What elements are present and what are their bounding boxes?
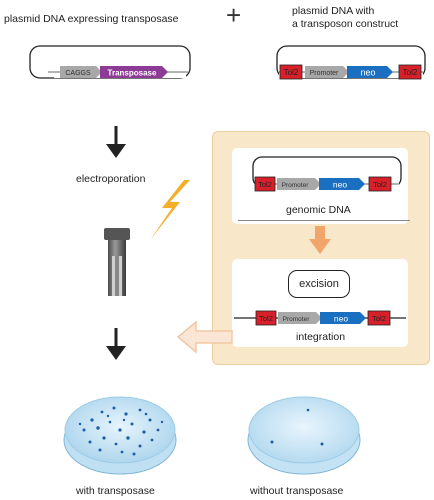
excision-label: excision	[288, 270, 350, 298]
without-transposase-label: without transposase	[250, 485, 344, 497]
dish-with-transposase	[63, 396, 177, 475]
plasmid1-diagram: CAGGS Transposase	[29, 45, 191, 79]
cag-promoter-label: CAGGS	[65, 70, 91, 77]
integration-construct: Tol2 Promoter neo Tol2	[234, 310, 406, 326]
plasmid1-label: plasmid DNA expressing transposase	[4, 13, 179, 25]
genomic-tol2-left-label: Tol2	[258, 180, 272, 189]
plasmid2-tol2-right	[398, 64, 422, 80]
integration-promoter-label: Promoter	[283, 316, 311, 323]
genomic-neo-label: neo	[333, 180, 347, 190]
with-transposase-label: with transposase	[76, 485, 155, 497]
integration-tol2-left-label: Tol2	[259, 314, 273, 323]
genomic-construct: Tol2 Promoter neo Tol2	[252, 156, 402, 192]
integration-to-selection-arrow	[176, 320, 233, 354]
plasmid2-diagram: Tol2 Promoter neo Tol2	[276, 45, 426, 80]
plasmid2-promoter-block	[305, 66, 349, 78]
down-arrow-1	[106, 126, 126, 158]
integration-tol2-right	[367, 310, 391, 326]
cuvette-icon	[104, 228, 130, 296]
genomic-tol2-left	[254, 176, 276, 192]
transposase-gene-label: Transposase	[108, 69, 157, 78]
integration-label: integration	[296, 331, 346, 343]
plus-symbol: +	[226, 0, 242, 30]
integration-promoter-block	[278, 312, 322, 324]
lightning-icon	[150, 180, 190, 240]
integration-tol2-right-label: Tol2	[372, 314, 386, 323]
plasmid2-label: plasmid DNA with a transposon construct	[292, 5, 398, 31]
integration-neo-label: neo	[334, 314, 348, 324]
genomic-promoter-block	[277, 178, 321, 190]
integration-tol2-left	[255, 310, 277, 326]
genomic-tol2-right	[368, 176, 392, 192]
plasmid2-neo-block	[347, 66, 393, 78]
plasmid2-tol2-left	[279, 64, 303, 80]
integration-neo-block	[320, 312, 366, 324]
genomic-dna-label: genomic DNA	[286, 204, 351, 216]
cag-promoter-block	[60, 66, 102, 78]
orange-down-arrow	[309, 226, 331, 254]
plasmid2-label-line2: a transposon construct	[292, 18, 399, 30]
genomic-dna-line	[238, 220, 410, 221]
plasmid2-neo-label: neo	[360, 68, 375, 78]
plasmid2-tol2-right-label: Tol2	[403, 68, 418, 77]
plasmid2-promoter-label: Promoter	[310, 70, 339, 77]
down-arrow-2	[106, 328, 126, 360]
colonies-few	[270, 408, 324, 446]
electroporation-label: electroporation	[76, 173, 146, 185]
genomic-neo-block	[319, 178, 365, 190]
transposase-gene-block	[100, 66, 168, 78]
colonies-many	[78, 406, 164, 456]
genomic-tol2-right-label: Tol2	[373, 180, 387, 189]
plasmid2-tol2-left-label: Tol2	[284, 68, 299, 77]
genomic-promoter-label: Promoter	[282, 182, 310, 189]
dish-without-transposase	[247, 396, 361, 475]
plasmid2-label-line1: plasmid DNA with	[292, 5, 375, 17]
